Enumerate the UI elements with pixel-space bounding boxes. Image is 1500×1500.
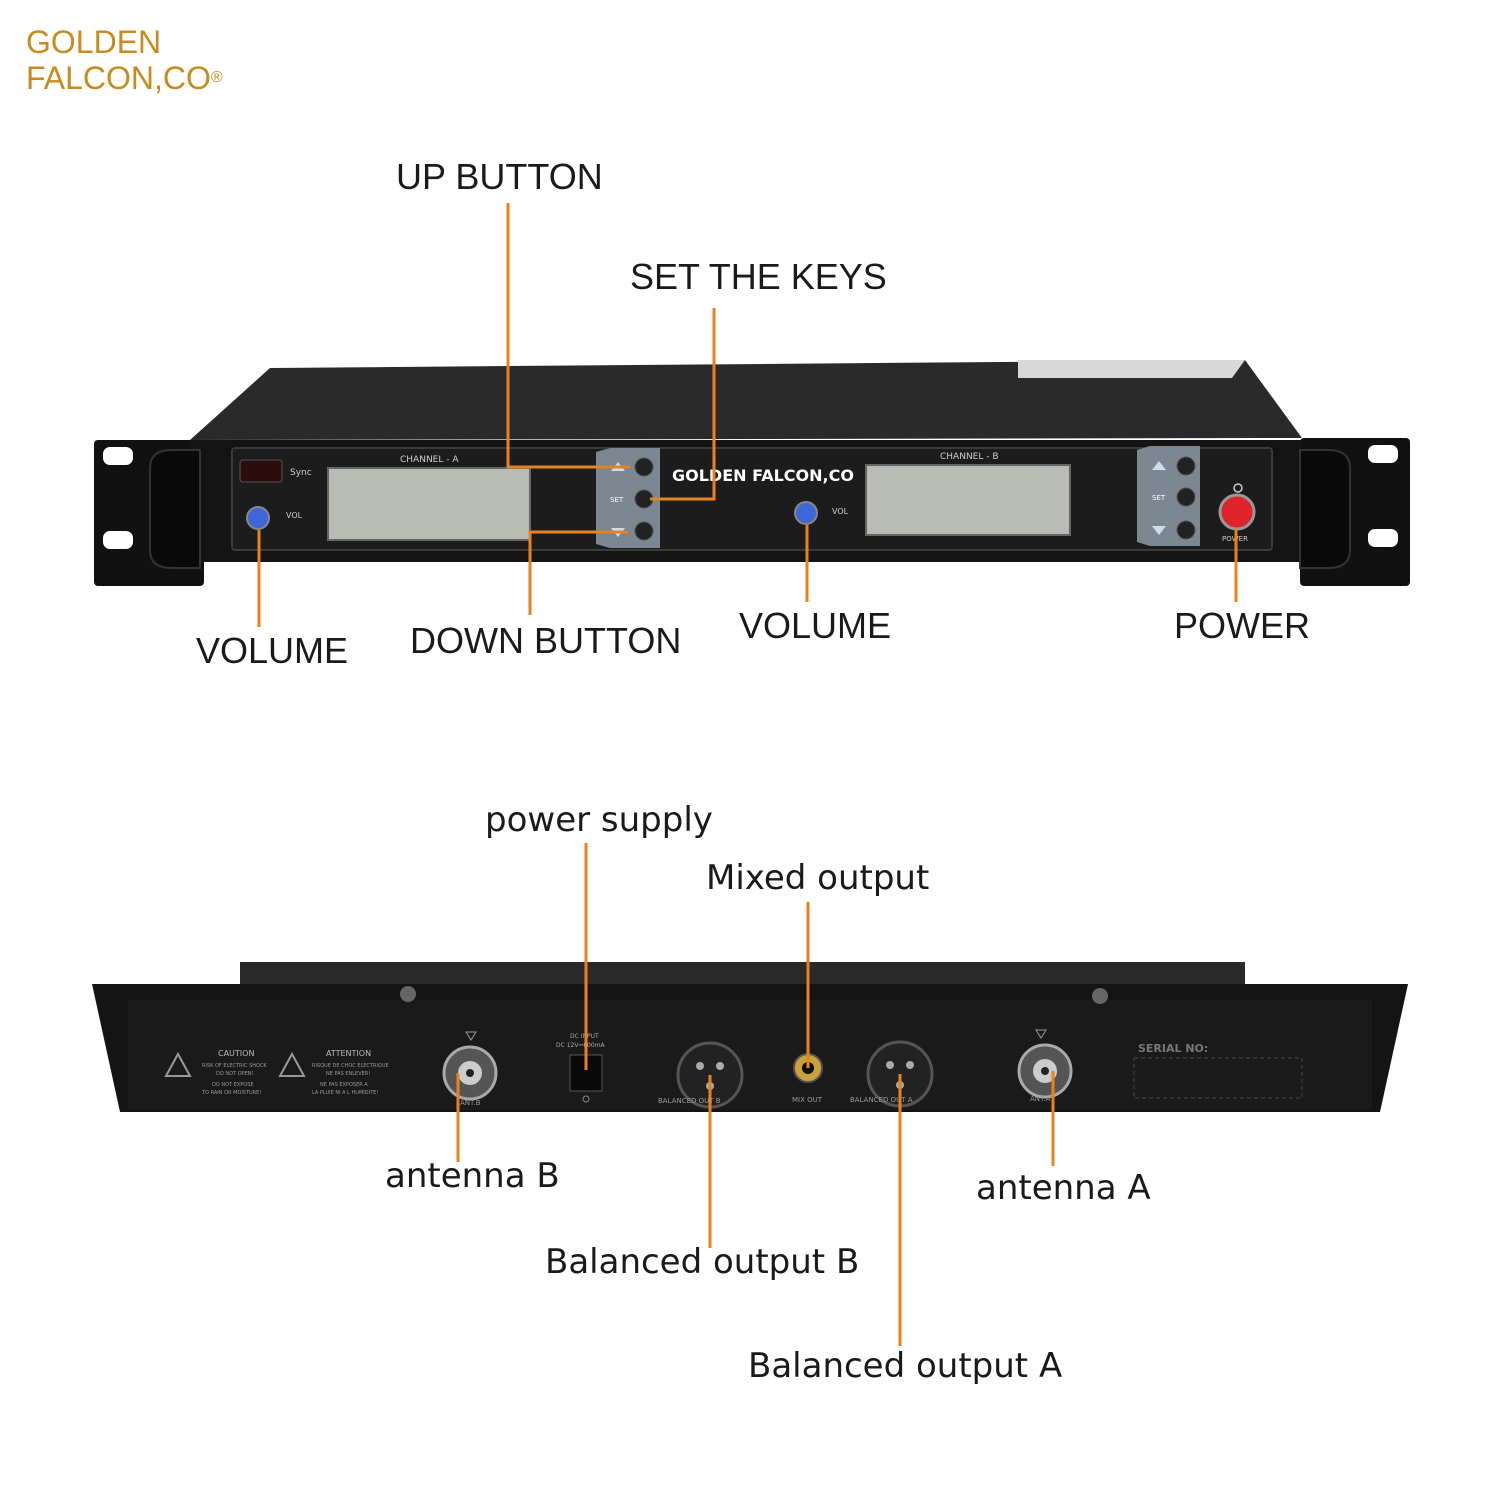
xlr-b-pin-2 bbox=[716, 1062, 724, 1070]
rack-hole-left-bottom bbox=[103, 531, 133, 549]
xlr-a-pin-2 bbox=[906, 1061, 914, 1069]
antenna-a-pin bbox=[1041, 1067, 1049, 1075]
volume-knob-a bbox=[246, 506, 270, 530]
serial-box bbox=[1133, 1057, 1303, 1099]
dc-polarity-icon bbox=[582, 1095, 590, 1103]
callout-volume-right: VOLUME bbox=[739, 605, 892, 646]
warning-sticker bbox=[1018, 360, 1245, 378]
caution-line-2: DO NOT OPEN! bbox=[216, 1071, 254, 1077]
callout-antenna-b: antenna B bbox=[385, 1156, 560, 1196]
set-label-b: SET bbox=[1152, 494, 1166, 502]
antenna-b-pin bbox=[466, 1069, 474, 1077]
set-button-b bbox=[1176, 487, 1196, 507]
front-brand-text: GOLDEN FALCON,CO bbox=[672, 466, 854, 485]
rear-chassis-top bbox=[240, 962, 1245, 984]
leader-up-button bbox=[506, 203, 630, 469]
volume-knob-b bbox=[794, 501, 818, 525]
callout-set-keys: SET THE KEYS bbox=[630, 256, 887, 297]
rack-hole-right-bottom bbox=[1368, 529, 1398, 547]
attention-line-2: NE PAS ENLEVER! bbox=[326, 1071, 370, 1077]
callout-antenna-a: antenna A bbox=[976, 1168, 1151, 1208]
sync-label: Sync bbox=[290, 468, 312, 478]
channel-a-label: CHANNEL - A bbox=[400, 455, 459, 465]
balanced-out-b-label: BALANCED OUT B bbox=[658, 1097, 721, 1105]
ant-a-marker-icon bbox=[1035, 1029, 1047, 1039]
lcd-b bbox=[865, 464, 1071, 536]
brand-name: FALCON,CO bbox=[26, 60, 211, 96]
attention-line-1: RISQUE DE CHOC ELECTRIQUE bbox=[312, 1063, 389, 1069]
set-label-a: SET bbox=[610, 496, 624, 504]
front-panel: Sync VOL CHANNEL - A SET GOLDEN FALCON,C… bbox=[94, 360, 1410, 586]
xlr-a-pin-1 bbox=[886, 1061, 894, 1069]
ant-b-label: ANT.B bbox=[460, 1099, 481, 1107]
attention-line-4: LA PLUIE NI A L HUMIDITE! bbox=[312, 1090, 378, 1096]
dc-input-line-1: DC INPUT bbox=[570, 1033, 599, 1040]
up-button-a bbox=[634, 457, 654, 477]
rack-hole-right-top bbox=[1368, 445, 1398, 463]
front-chassis-top bbox=[190, 360, 1302, 440]
caution-title: CAUTION bbox=[218, 1049, 254, 1058]
caution-line-4: TO RAIN OR MOISTURE! bbox=[201, 1090, 261, 1096]
callout-down-button: DOWN BUTTON bbox=[410, 620, 682, 661]
balanced-out-a-label: BALANCED OUT A bbox=[850, 1096, 913, 1104]
up-arrow-b bbox=[1152, 461, 1166, 470]
vol-label-a: VOL bbox=[286, 511, 303, 520]
leader-set-keys bbox=[650, 308, 716, 501]
callout-power: POWER bbox=[1174, 605, 1311, 646]
lcd-a bbox=[327, 467, 531, 541]
front-leader-lines bbox=[257, 203, 1238, 627]
handle-left bbox=[149, 449, 201, 569]
attention-title: ATTENTION bbox=[326, 1049, 371, 1058]
ir-window bbox=[239, 459, 283, 483]
caution-line-1: RISK OF ELECTRIC SHOCK bbox=[202, 1063, 267, 1069]
dc-input-line-2: DC 12V⎓600mA bbox=[556, 1042, 606, 1049]
xlr-b-pin-1 bbox=[696, 1062, 704, 1070]
callout-volume-left: VOLUME bbox=[196, 630, 349, 671]
ant-b-marker-icon bbox=[465, 1031, 477, 1041]
screw-right bbox=[1092, 988, 1108, 1004]
rack-hole-left-top bbox=[103, 447, 133, 465]
brand-line-2: FALCON,CO® bbox=[26, 60, 223, 96]
registered-mark: ® bbox=[210, 69, 223, 86]
attention-line-3: NE PAS EXPOSER A bbox=[320, 1082, 368, 1088]
callout-balanced-output-a: Balanced output A bbox=[748, 1346, 1063, 1386]
callout-mixed-output: Mixed output bbox=[706, 858, 930, 898]
brand-logo: GOLDEN FALCON,CO® bbox=[26, 24, 223, 96]
rear-leader-lines bbox=[456, 843, 1055, 1346]
power-button bbox=[1218, 493, 1256, 531]
serial-label: SERIAL NO: bbox=[1138, 1042, 1208, 1055]
rear-panel: CAUTION RISK OF ELECTRIC SHOCK DO NOT OP… bbox=[92, 962, 1408, 1112]
shock-warning-icon-2 bbox=[278, 1051, 306, 1077]
handle-right bbox=[1299, 449, 1351, 569]
down-button-b bbox=[1176, 520, 1196, 540]
caution-line-3: DO NOT EXPOSE bbox=[212, 1082, 254, 1088]
ant-a-label: ANT.A bbox=[1030, 1095, 1051, 1103]
channel-b-label: CHANNEL - B bbox=[940, 452, 999, 462]
down-button-a bbox=[634, 521, 654, 541]
down-arrow-b bbox=[1152, 526, 1166, 535]
callout-power-supply: power supply bbox=[485, 800, 713, 840]
brand-line-1: GOLDEN bbox=[26, 24, 162, 60]
shock-warning-icon-1 bbox=[164, 1051, 192, 1077]
up-button-b bbox=[1176, 456, 1196, 476]
leader-down-button bbox=[528, 530, 628, 615]
rear-face bbox=[128, 1000, 1372, 1110]
screw-left bbox=[400, 986, 416, 1002]
vol-label-b: VOL bbox=[832, 507, 849, 516]
callout-up-button: UP BUTTON bbox=[396, 156, 603, 197]
power-symbol-icon bbox=[1233, 483, 1243, 493]
mix-out-label: MIX OUT bbox=[792, 1096, 823, 1104]
callout-balanced-output-b: Balanced output B bbox=[545, 1242, 860, 1282]
